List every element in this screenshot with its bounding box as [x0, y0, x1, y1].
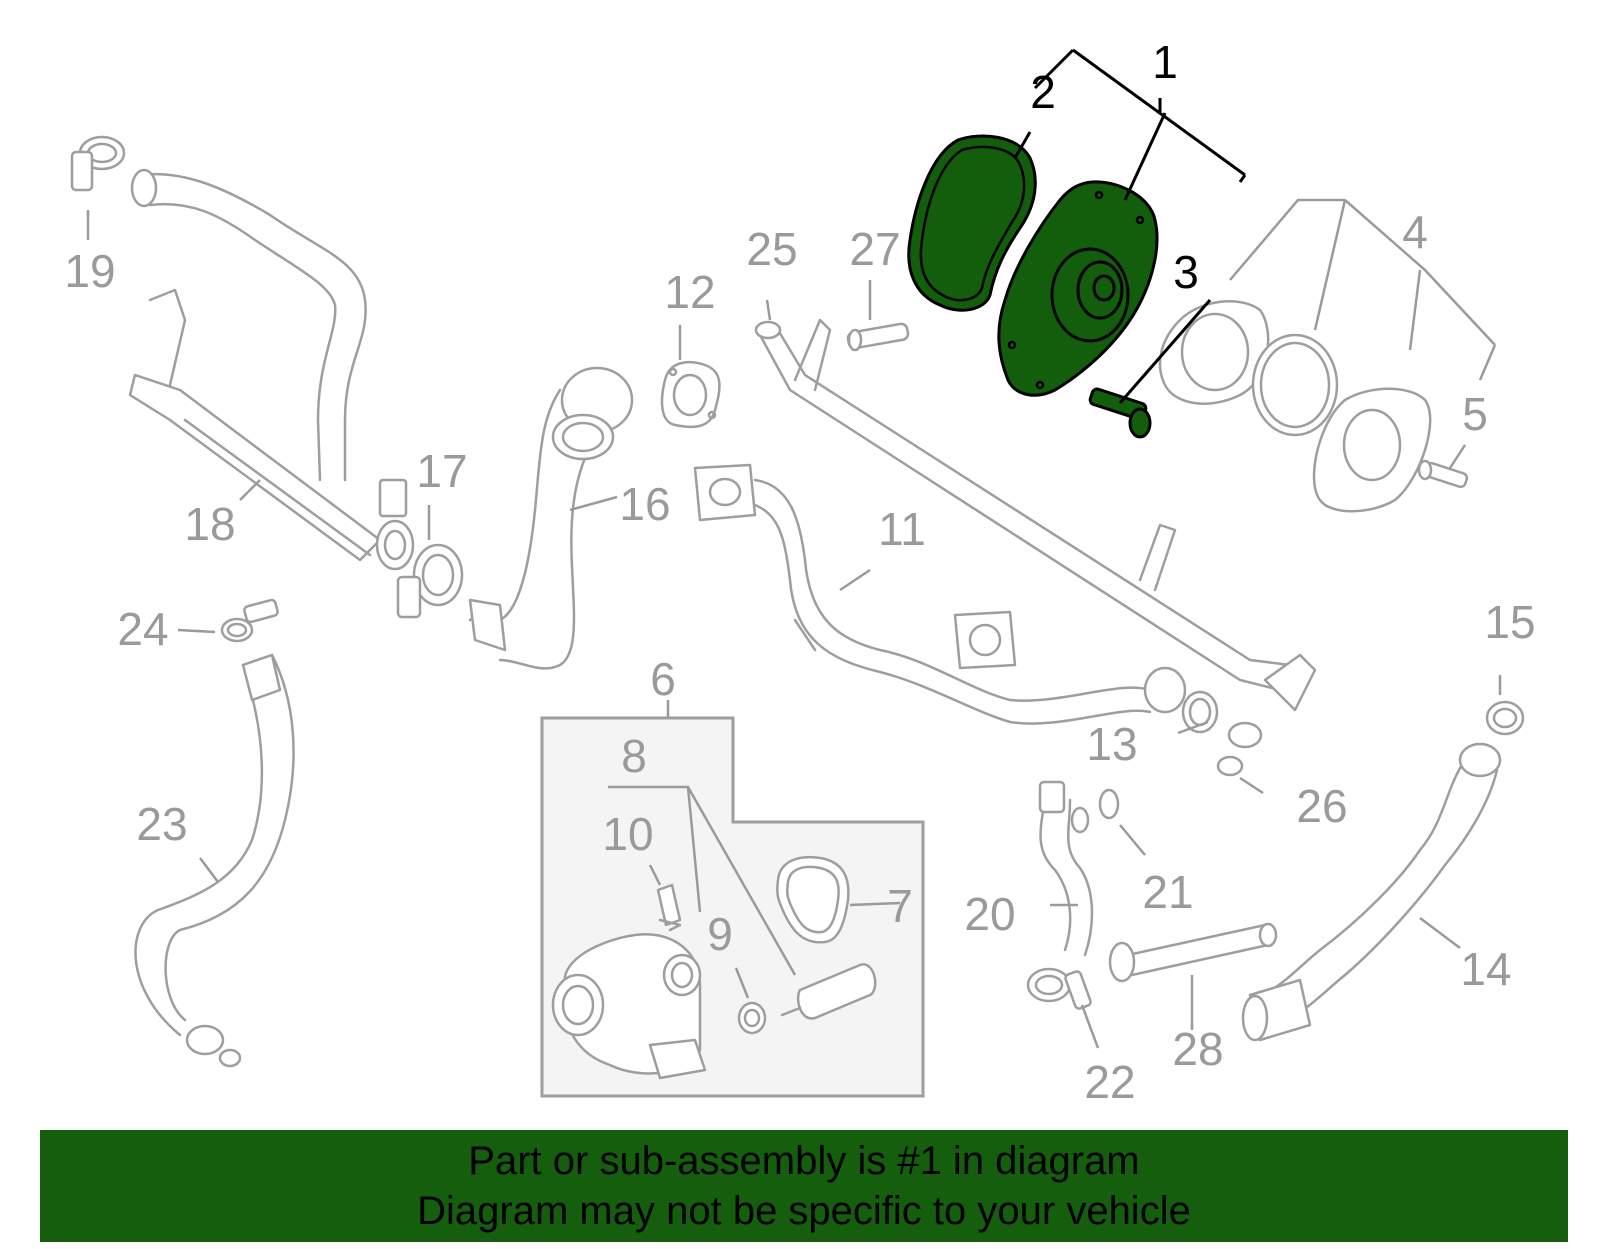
- part-20-hose: [1038, 780, 1094, 957]
- callout-5: 5: [1462, 388, 1488, 440]
- callout-9: 9: [707, 908, 733, 960]
- callout-16: 16: [619, 478, 670, 530]
- banner-line-1: Part or sub-assembly is #1 in diagram: [468, 1139, 1140, 1183]
- callout-10: 10: [602, 808, 653, 860]
- part-3-bolt-highlighted: [1088, 387, 1152, 439]
- part-12-gasket: [660, 361, 721, 429]
- part-11-pipe: [693, 463, 1187, 725]
- callout-28: 28: [1172, 1023, 1223, 1075]
- part-19-clamp: [70, 135, 126, 192]
- callout-26: 26: [1296, 780, 1347, 832]
- callout-14: 14: [1460, 943, 1511, 995]
- callout-numbers: 1 2 3 4 5 6 7 8 9 10 11 12 13 14 15 16 1…: [64, 36, 1535, 1108]
- callout-13: 13: [1086, 718, 1137, 770]
- callout-6: 6: [650, 653, 676, 705]
- part-27-bolt: [846, 322, 910, 352]
- callout-18: 18: [184, 498, 235, 550]
- part-9-oring: [737, 1001, 767, 1035]
- leader-lines: [86, 198, 1502, 1049]
- part-15-cap: [1485, 700, 1525, 736]
- callout-2: 2: [1030, 66, 1056, 118]
- banner-line-2: Diagram may not be specific to your vehi…: [417, 1189, 1191, 1233]
- callout-17: 17: [416, 445, 467, 497]
- leader-lines-highlighted: [1013, 48, 1247, 404]
- callout-24: 24: [117, 603, 168, 655]
- callout-15: 15: [1484, 596, 1535, 648]
- part-26-oring: [1216, 755, 1244, 777]
- callout-1: 1: [1152, 36, 1178, 88]
- part-5-bolt: [1417, 459, 1469, 489]
- callout-4: 4: [1402, 206, 1428, 258]
- part-28-pipe: [1108, 922, 1278, 983]
- callout-19: 19: [64, 245, 115, 297]
- part-18-pipe: [128, 168, 415, 571]
- part-23-hose: [134, 653, 295, 1068]
- part-4-housing: [1158, 300, 1432, 513]
- callout-11: 11: [878, 503, 926, 555]
- callout-8: 8: [621, 730, 647, 782]
- part-22-clamp: [1026, 967, 1092, 1010]
- callout-21: 21: [1142, 866, 1193, 918]
- part-25-tube: [754, 318, 1317, 749]
- part-6-thermostat-housing: [551, 933, 707, 1080]
- info-banner: Part or sub-assembly is #1 in diagram Di…: [40, 1130, 1568, 1242]
- callout-7: 7: [887, 880, 913, 932]
- part-21-oring: [1098, 788, 1120, 820]
- part-14-hose: [1241, 742, 1502, 1042]
- callout-20: 20: [964, 888, 1015, 940]
- part-7-gasket: [776, 856, 850, 944]
- part-17-clamp: [396, 543, 464, 619]
- part-2-gasket-highlighted: [907, 134, 1037, 312]
- callout-25: 25: [746, 223, 797, 275]
- part-24-clamp: [220, 598, 279, 643]
- part-1-pump-cover-highlighted: [997, 180, 1159, 397]
- part-16-hose: [468, 366, 634, 670]
- callout-3: 3: [1173, 246, 1199, 298]
- part-8-sensor: [780, 963, 877, 1020]
- callout-12: 12: [664, 266, 715, 318]
- callout-27: 27: [849, 223, 900, 275]
- callout-23: 23: [136, 798, 187, 850]
- callout-22: 22: [1084, 1056, 1135, 1108]
- part-10-clip: [656, 883, 682, 932]
